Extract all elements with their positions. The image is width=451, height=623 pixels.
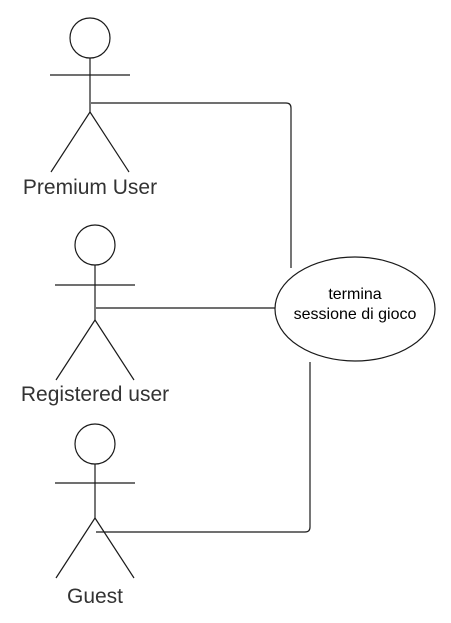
actor-head: [74, 423, 116, 465]
actor-right-leg: [94, 517, 135, 579]
actor-label: Registered user: [21, 383, 169, 406]
actor-registered-user: Registered user: [21, 224, 169, 406]
actor-label: Guest: [67, 585, 123, 608]
actor-label: Premium User: [23, 176, 157, 199]
use-case-label-line2: sessione di gioco: [294, 306, 417, 323]
use-case-termina-sessione: termina sessione di gioco: [274, 256, 436, 362]
actor-head: [74, 224, 116, 266]
actor-right-leg: [89, 111, 130, 173]
use-case-ellipse: [274, 256, 436, 362]
actor-head: [69, 17, 111, 59]
actor-guest: Guest: [55, 423, 135, 608]
association-premium-user: [91, 102, 292, 268]
use-case-label-line1: termina: [328, 286, 381, 303]
actor-left-leg: [55, 517, 96, 579]
actor-left-leg: [55, 319, 96, 381]
association-guest: [96, 362, 311, 533]
actor-right-leg: [94, 319, 135, 381]
actor-left-leg: [50, 111, 91, 173]
actor-premium-user: Premium User: [23, 17, 157, 199]
